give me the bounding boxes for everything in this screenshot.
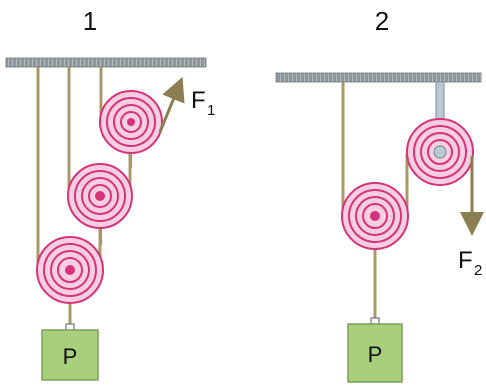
ceiling-1 bbox=[5, 57, 207, 68]
force-label-1: F bbox=[191, 87, 206, 114]
figure-1-number: 1 bbox=[83, 6, 97, 36]
figure-2: P F 2 bbox=[275, 72, 484, 383]
hook-2 bbox=[370, 317, 380, 325]
load-block-2 bbox=[347, 323, 403, 383]
figure-2-number: 2 bbox=[375, 6, 389, 36]
pulley-1-middle bbox=[67, 163, 133, 229]
force-letter-1: F bbox=[191, 87, 206, 114]
load-label-2: P bbox=[368, 342, 383, 367]
hook-1 bbox=[65, 323, 75, 331]
figure-1: P F 1 bbox=[5, 57, 215, 381]
load-block-1 bbox=[41, 329, 99, 381]
force-subscript-2: 2 bbox=[474, 262, 482, 279]
load-label-1: P bbox=[63, 344, 78, 369]
force-label-2: F bbox=[458, 247, 473, 274]
force-arrow-1 bbox=[158, 76, 185, 133]
pulley-2-fixed bbox=[406, 118, 474, 186]
pulley-2-movable bbox=[341, 182, 409, 250]
ceiling-2 bbox=[275, 72, 482, 83]
pulley-1-bottom bbox=[36, 236, 104, 304]
force-subscript-1: 1 bbox=[207, 102, 215, 119]
force-letter-2: F bbox=[458, 247, 473, 274]
pulley-1-top bbox=[99, 90, 163, 154]
